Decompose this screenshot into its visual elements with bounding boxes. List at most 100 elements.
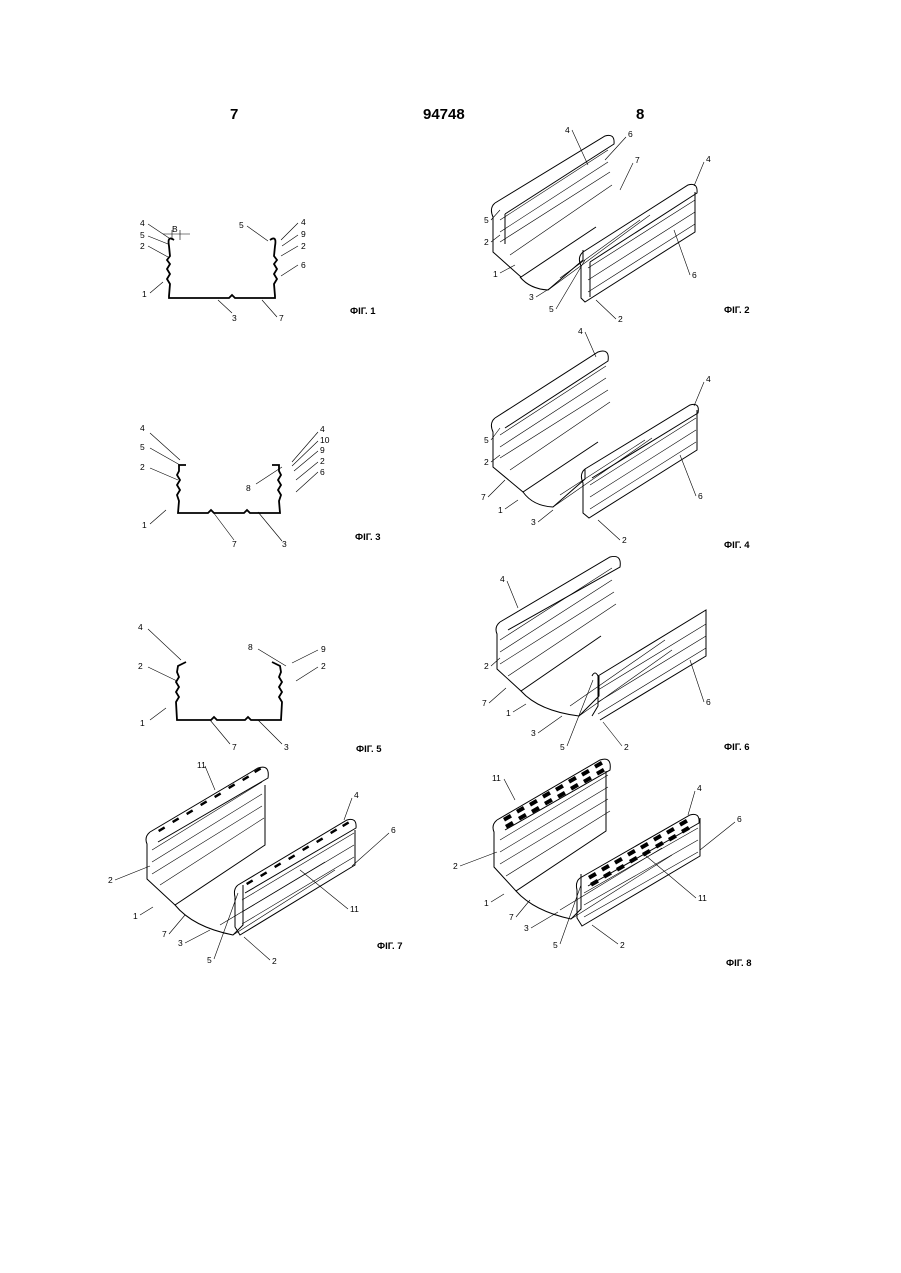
- figure-3: 4 5 2 1 8 4 10 9 2 6 7 3 ФІГ. 3: [140, 423, 381, 549]
- fig2-label-6: 6: [628, 129, 633, 139]
- fig8-label-4: 4: [697, 783, 702, 793]
- fig7-label-2b: 2: [272, 956, 277, 966]
- fig7-label-7: 7: [162, 929, 167, 939]
- fig1-profile: [167, 238, 277, 298]
- fig6-label-4: 4: [500, 574, 505, 584]
- fig3-profile: [177, 465, 281, 513]
- fig5-label-2: 2: [138, 661, 143, 671]
- figure-8: 11 4 6 2 1 7 3 11 5 2 ФІГ. 8: [453, 759, 752, 969]
- fig6-label-2b: 2: [624, 742, 629, 752]
- fig2-label-4: 4: [565, 125, 570, 135]
- fig5-profile: [176, 662, 282, 720]
- fig2-label-6b: 6: [692, 270, 697, 280]
- fig1-label-9: 9: [301, 229, 306, 239]
- fig7-label-2: 2: [108, 875, 113, 885]
- fig4-label-4b: 4: [706, 374, 711, 384]
- fig3-caption: ФІГ. 3: [355, 532, 381, 543]
- fig2-label-3: 3: [529, 292, 534, 302]
- fig1-label-6: 6: [301, 260, 306, 270]
- fig3-label-8: 8: [246, 483, 251, 493]
- fig1-label-2b: 2: [301, 241, 306, 251]
- fig7-label-5: 5: [207, 955, 212, 965]
- fig4-label-6: 6: [698, 491, 703, 501]
- fig3-label-2: 2: [140, 462, 145, 472]
- fig5-label-8: 8: [248, 642, 253, 652]
- fig8-label-1: 1: [484, 898, 489, 908]
- fig5-label-2b: 2: [321, 661, 326, 671]
- fig4-label-7: 7: [481, 492, 486, 502]
- fig6-label-5: 5: [560, 742, 565, 752]
- fig7-caption: ФІГ. 7: [377, 941, 403, 952]
- fig1-label-2: 2: [140, 241, 145, 251]
- fig8-perforations-top: [503, 761, 605, 828]
- fig1-label-5: 5: [140, 230, 145, 240]
- fig4-label-5: 5: [484, 435, 489, 445]
- fig5-label-3: 3: [284, 742, 289, 752]
- fig8-label-11b: 11: [698, 893, 707, 903]
- fig3-label-10: 10: [320, 435, 330, 445]
- fig8-label-6: 6: [737, 814, 742, 824]
- figure-5: 4 2 1 8 9 2 7 3 ФІГ. 5: [138, 622, 382, 755]
- fig8-perforations-bottom: [588, 819, 690, 886]
- fig6-label-2: 2: [484, 661, 489, 671]
- fig7-label-1: 1: [133, 911, 138, 921]
- fig4-label-4: 4: [578, 326, 583, 336]
- fig2-label-1: 1: [493, 269, 498, 279]
- fig2-label-2b: 2: [618, 314, 623, 324]
- fig5-caption: ФІГ. 5: [356, 744, 382, 755]
- fig2-caption: ФІГ. 2: [724, 305, 750, 316]
- fig1-label-1: 1: [142, 289, 147, 299]
- fig1-label-5b: 5: [239, 220, 244, 230]
- fig3-label-5: 5: [140, 442, 145, 452]
- figure-2: 4 6 7 4 5 2 1 3 5 2 6 ФІГ. 2: [484, 125, 750, 324]
- fig3-label-6: 6: [320, 467, 325, 477]
- fig8-label-3: 3: [524, 923, 529, 933]
- figure-4: 4 4 5 2 7 1 3 2 6 ФІГ. 4: [481, 326, 750, 551]
- fig3-label-4b: 4: [320, 424, 325, 434]
- fig3-label-9: 9: [320, 445, 325, 455]
- fig5-label-7: 7: [232, 742, 237, 752]
- figure-6: 4 2 7 1 3 5 2 6 ФІГ. 6: [482, 556, 750, 753]
- fig6-label-3: 3: [531, 728, 536, 738]
- fig7-label-4: 4: [354, 790, 359, 800]
- fig7-perforations-bottom: [246, 821, 349, 885]
- fig4-label-1: 1: [498, 505, 503, 515]
- fig5-label-9: 9: [321, 644, 326, 654]
- fig2-label-5: 5: [484, 215, 489, 225]
- fig3-label-7: 7: [232, 539, 237, 549]
- fig1-label-3: 3: [232, 313, 237, 323]
- fig7-label-3: 3: [178, 938, 183, 948]
- fig3-label-3: 3: [282, 539, 287, 549]
- fig4-label-3: 3: [531, 517, 536, 527]
- fig2-label-5b: 5: [549, 304, 554, 314]
- fig3-label-1: 1: [142, 520, 147, 530]
- fig6-caption: ФІГ. 6: [724, 742, 750, 753]
- fig7-label-11b: 11: [350, 904, 359, 914]
- fig6-label-6: 6: [706, 697, 711, 707]
- fig2-label-7: 7: [635, 155, 640, 165]
- fig4-label-2b: 2: [622, 535, 627, 545]
- fig8-label-11: 11: [492, 773, 501, 783]
- fig4-label-2: 2: [484, 457, 489, 467]
- fig8-caption: ФІГ. 8: [726, 958, 752, 969]
- fig7-label-6: 6: [391, 825, 396, 835]
- fig3-label-4: 4: [140, 423, 145, 433]
- fig1-dim-label: В: [172, 224, 178, 234]
- fig8-label-7: 7: [509, 912, 514, 922]
- fig8-label-2b: 2: [620, 940, 625, 950]
- fig4-caption: ФІГ. 4: [724, 540, 750, 551]
- fig1-label-4b: 4: [301, 217, 306, 227]
- fig5-label-1: 1: [140, 718, 145, 728]
- figure-1: В 4 5 2 1 5 4 9 2 6 3 7 ФІГ. 1: [140, 217, 376, 323]
- fig1-caption: ФІГ. 1: [350, 306, 376, 317]
- fig6-label-1: 1: [506, 708, 511, 718]
- fig8-label-5: 5: [553, 940, 558, 950]
- fig7-label-11: 11: [197, 760, 206, 770]
- fig2-label-4b: 4: [706, 154, 711, 164]
- fig5-label-4: 4: [138, 622, 143, 632]
- fig6-label-7: 7: [482, 698, 487, 708]
- fig1-label-4: 4: [140, 218, 145, 228]
- fig8-label-2: 2: [453, 861, 458, 871]
- fig2-label-2: 2: [484, 237, 489, 247]
